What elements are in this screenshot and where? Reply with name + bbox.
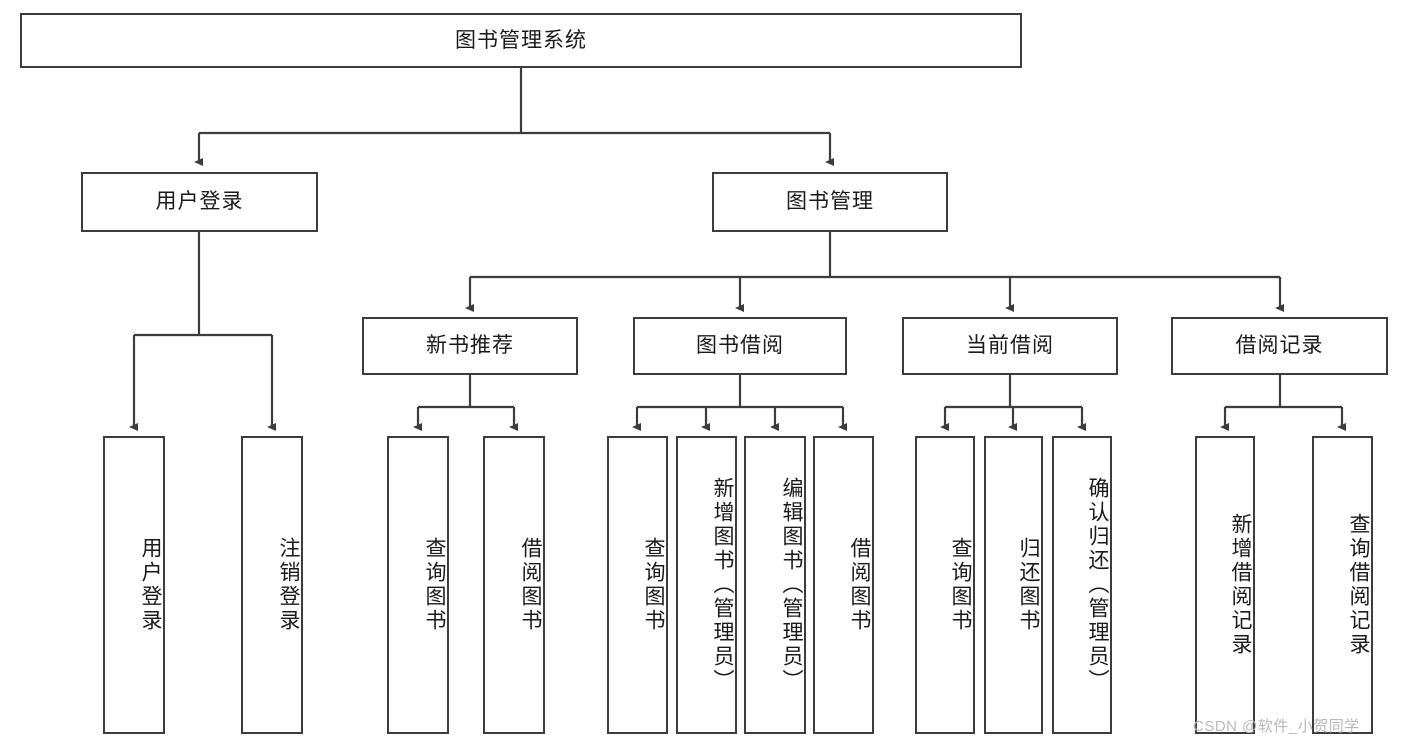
node-label: 查询图书: [642, 537, 665, 633]
node-label: 查询借阅记录: [1347, 513, 1370, 657]
node-label: 归还图书: [1017, 537, 1040, 633]
node-current-borrow[interactable]: 当前借阅: [902, 317, 1118, 375]
leaf-add-book-admin[interactable]: 新增图书（管理员）: [676, 436, 737, 734]
leaf-query-book-current[interactable]: 查询图书: [915, 436, 975, 734]
node-label: 图书借阅: [696, 334, 784, 358]
leaf-logout[interactable]: 注销登录: [241, 436, 303, 734]
node-label: 新增借阅记录: [1229, 513, 1252, 657]
node-label: 确认归还（管理员）: [1086, 477, 1109, 693]
node-user-login[interactable]: 用户登录: [81, 172, 318, 232]
node-label: 注销登录: [277, 537, 300, 633]
node-book-management[interactable]: 图书管理: [712, 172, 948, 232]
node-label: 查询图书: [423, 537, 446, 633]
node-label: 用户登录: [155, 190, 244, 214]
leaf-borrow-book[interactable]: 借阅图书: [813, 436, 874, 734]
node-label: 图书管理: [786, 190, 874, 214]
node-new-book-recommend[interactable]: 新书推荐: [362, 317, 578, 375]
leaf-edit-book-admin[interactable]: 编辑图书（管理员）: [744, 436, 806, 734]
leaf-query-book-new[interactable]: 查询图书: [387, 436, 449, 734]
leaf-query-borrow-record[interactable]: 查询借阅记录: [1312, 436, 1373, 734]
leaf-return-book[interactable]: 归还图书: [984, 436, 1043, 734]
node-label: 借阅记录: [1235, 334, 1324, 358]
node-label: 新增图书（管理员）: [711, 477, 734, 693]
leaf-borrow-book-new[interactable]: 借阅图书: [483, 436, 545, 734]
leaf-add-borrow-record[interactable]: 新增借阅记录: [1195, 436, 1255, 734]
node-borrow-record[interactable]: 借阅记录: [1171, 317, 1388, 375]
node-root-book-management-system[interactable]: 图书管理系统: [20, 13, 1022, 68]
node-label: 编辑图书（管理员）: [780, 477, 803, 693]
watermark: CSDN @软件_小贺同学: [1193, 718, 1360, 735]
node-label: 借阅图书: [848, 537, 871, 633]
leaf-query-book-borrow[interactable]: 查询图书: [607, 436, 668, 734]
leaf-user-login[interactable]: 用户登录: [103, 436, 165, 734]
leaf-confirm-return-admin[interactable]: 确认归还（管理员）: [1052, 436, 1112, 734]
node-label: 用户登录: [139, 537, 162, 633]
node-label: 新书推荐: [426, 334, 514, 358]
node-label: 图书管理系统: [455, 28, 587, 52]
node-label: 查询图书: [949, 537, 972, 633]
node-label: 当前借阅: [966, 334, 1054, 358]
node-book-borrow[interactable]: 图书借阅: [633, 317, 847, 375]
node-label: 借阅图书: [519, 537, 542, 633]
